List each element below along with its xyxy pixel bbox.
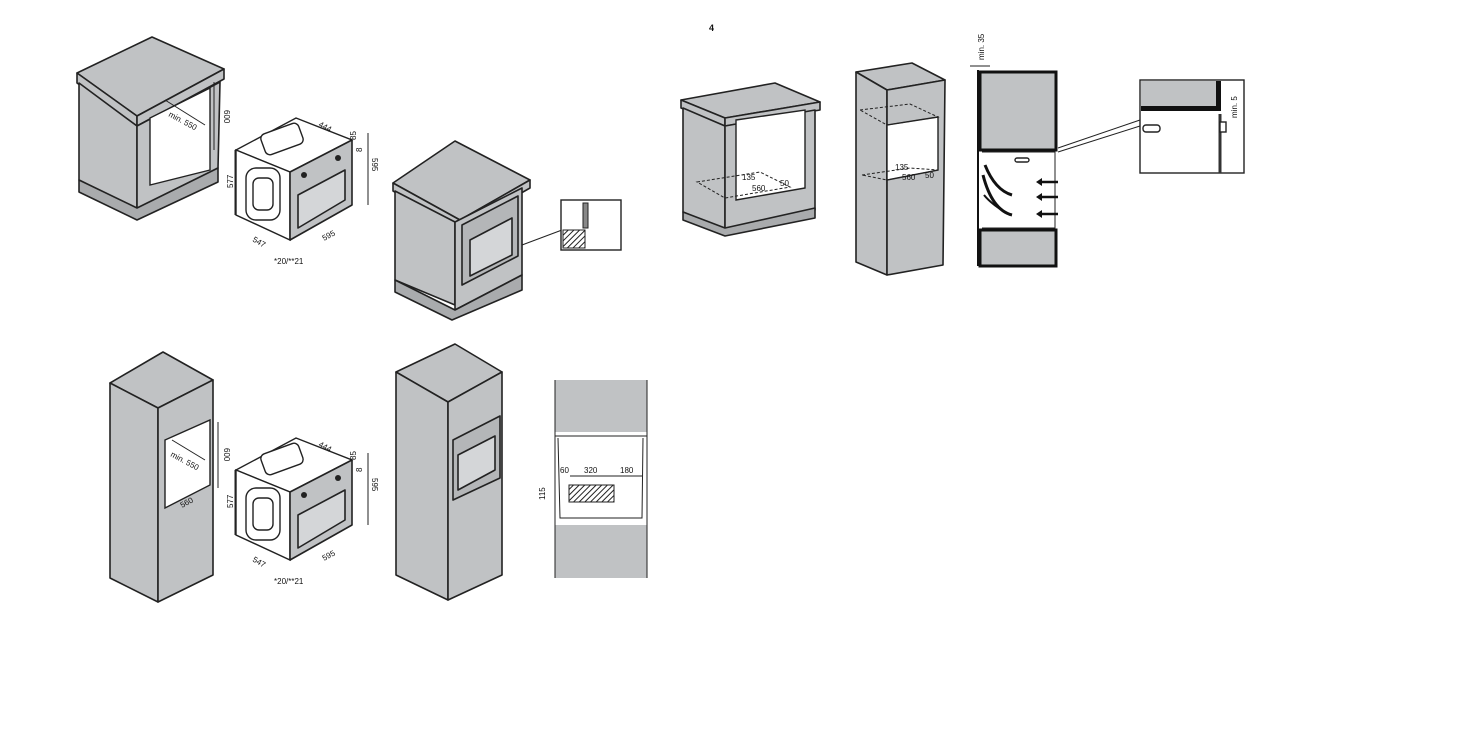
airflow-section: min. 35 — [970, 33, 1141, 268]
dim-595-height: 595 — [370, 158, 379, 172]
dim-85: 85 — [349, 131, 358, 140]
dim-60: 60 — [560, 466, 569, 475]
dim-595-height: 595 — [370, 478, 379, 492]
vent-560: 560 — [752, 184, 766, 193]
dim-577: 577 — [226, 174, 235, 188]
under-counter-with-oven — [392, 140, 622, 321]
vent-50: 50 — [780, 179, 789, 188]
detail-gap-view: min. 5 — [1139, 79, 1245, 174]
dim-8: 8 — [355, 467, 364, 472]
tall-cabinet-with-oven — [395, 343, 503, 601]
dim-600-tall: 600 — [222, 448, 231, 462]
vent-560: 560 — [902, 173, 916, 182]
ventilation-tall-cabinet: 135 560 50 — [855, 62, 946, 276]
dim-320: 320 — [584, 466, 598, 475]
dim-180: 180 — [620, 466, 634, 475]
dim-577: 577 — [226, 494, 235, 508]
dim-8: 8 — [355, 147, 364, 152]
detail-gap: min. 5 — [1230, 96, 1239, 118]
oven-dimensions-1: 444 85 8 595 577 547 595 *20/**21 — [226, 117, 379, 266]
page-number: 4 — [709, 23, 714, 33]
dim-600: 600 — [222, 110, 231, 124]
ventilation-counter-cabinet: 135 560 50 — [680, 82, 821, 237]
tall-cabinet: min. 550 600 560 — [109, 351, 231, 603]
dim-85: 85 — [349, 451, 358, 460]
vent-135: 135 — [742, 173, 756, 182]
section-view: 60 320 180 115 — [538, 380, 648, 578]
vent-50: 50 — [925, 171, 934, 180]
dim-door: *20/**21 — [274, 257, 304, 266]
dim-115: 115 — [538, 487, 547, 500]
dim-door: *20/**21 — [274, 577, 304, 586]
oven-dimensions-2: 444 85 8 595 577 547 595 *20/**21 — [226, 437, 379, 586]
vent-135: 135 — [895, 163, 909, 172]
airflow-gap: min. 35 — [977, 33, 986, 60]
dim-595-width: 595 — [321, 548, 337, 562]
dim-595-width: 595 — [321, 228, 337, 242]
dim-547: 547 — [251, 555, 268, 570]
dim-547: 547 — [251, 235, 268, 250]
under-counter-cabinet: min. 550 600 — [76, 36, 231, 221]
